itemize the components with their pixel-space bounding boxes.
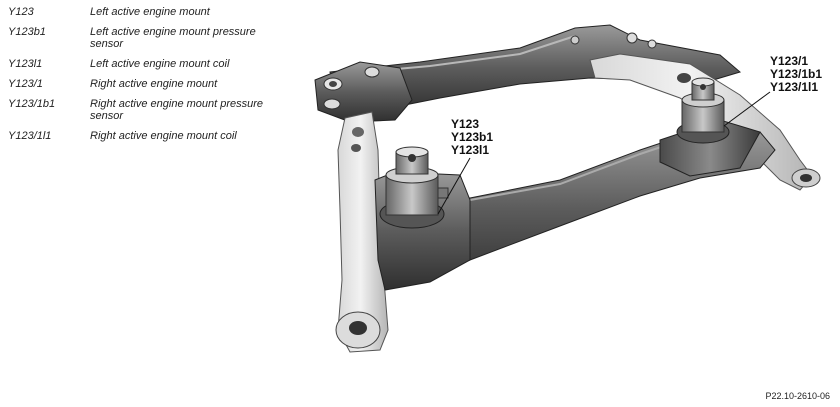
callout-label: Y123 xyxy=(451,117,480,131)
callout-label: Y123/1 xyxy=(770,54,809,68)
left-longitudinal-arm xyxy=(335,111,389,353)
legend-code: Y123/1l1 xyxy=(8,130,52,142)
legend-description: Right active engine mount pressure senso… xyxy=(90,98,264,122)
legend-table: Y123 Left active engine mount Y123b1 Lef… xyxy=(8,6,298,150)
legend-description: Right active engine mount xyxy=(90,78,218,90)
legend-row: Y123l1 Left active engine mount coil xyxy=(8,58,298,70)
legend-description: Left active engine mount pressure sensor xyxy=(90,26,256,50)
legend-row: Y123 Left active engine mount xyxy=(8,6,298,18)
callout-label: Y123b1 xyxy=(451,130,494,144)
legend-description: Right active engine mount coil xyxy=(90,130,237,142)
legend-row: Y123/1 Right active engine mount xyxy=(8,78,298,90)
legend-code: Y123/1b1 xyxy=(8,98,56,110)
rear-left-bracket xyxy=(314,61,413,123)
legend-row: Y123/1b1 Right active engine mount press… xyxy=(8,98,298,122)
callout-left-mount: Y123 Y123b1 Y123l1 xyxy=(451,118,493,157)
right-active-engine-mount xyxy=(676,77,730,144)
callout-leader-lines xyxy=(437,91,771,215)
legend-row: Y123b1 Left active engine mount pressure… xyxy=(8,26,298,50)
legend-code: Y123b1 xyxy=(8,26,46,38)
callout-right-mount: Y123/1 Y123/1b1 Y123/1l1 xyxy=(770,55,822,94)
callout-label: Y123l1 xyxy=(451,143,490,157)
legend-row: Y123/1l1 Right active engine mount coil xyxy=(8,130,298,142)
callout-label: Y123/1l1 xyxy=(770,80,819,94)
legend-code: Y123l1 xyxy=(8,58,43,70)
callout-label: Y123/1b1 xyxy=(770,67,823,81)
legend-description: Left active engine mount coil xyxy=(90,58,230,70)
legend-code: Y123/1 xyxy=(8,78,43,90)
legend-code: Y123 xyxy=(8,6,34,18)
figure-reference: P22.10-2610-06 xyxy=(765,391,830,401)
legend-description: Left active engine mount xyxy=(90,6,210,18)
left-active-engine-mount xyxy=(379,146,449,229)
